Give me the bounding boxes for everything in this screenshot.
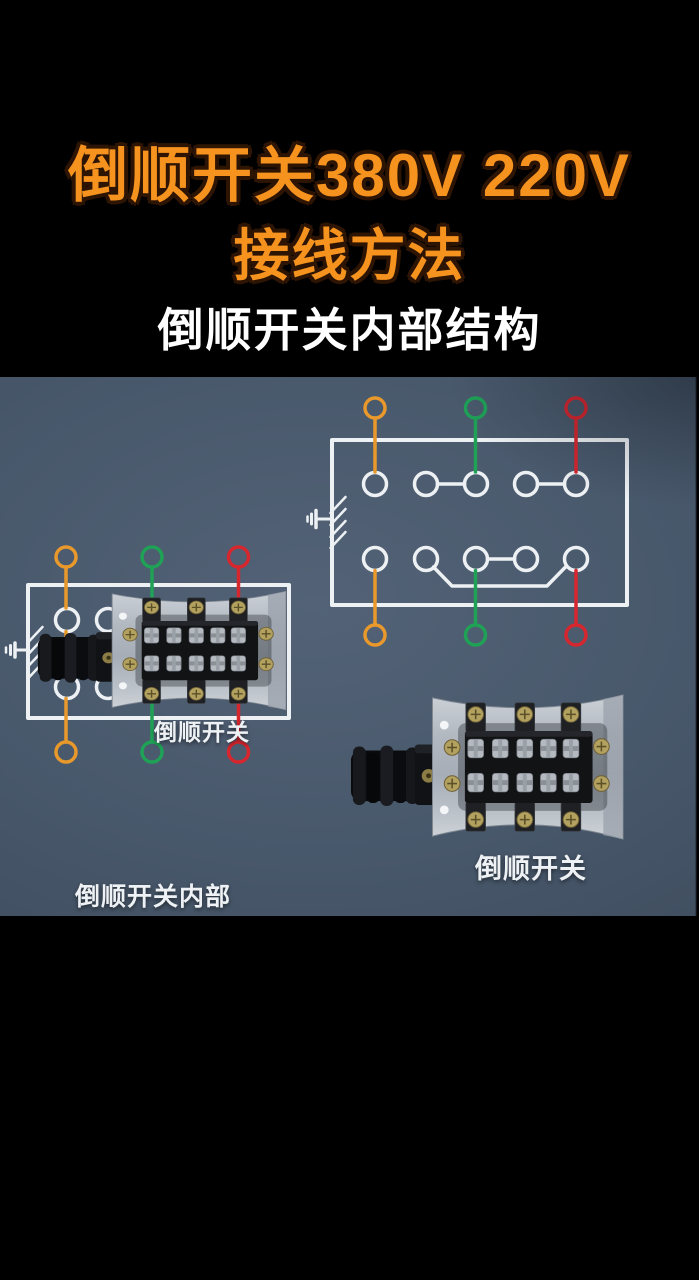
internal-structure-label: 倒顺开关内部 [74, 883, 231, 911]
reversing-switch-photo-right [351, 695, 623, 839]
right-switch-caption: 倒顺开关 [475, 854, 587, 884]
title-line-1: 倒顺开关380V 220V [68, 142, 631, 209]
bypass-link [431, 565, 568, 588]
title-line-2: 接线方法 [233, 224, 466, 287]
reversing-switch-photo-left [38, 591, 286, 709]
phase-wire-orange [54, 396, 387, 764]
wiring-diagram-svg [4, 396, 629, 916]
earth-ground-symbol-right [306, 495, 347, 550]
figure-panel: 倒顺开关内部 倒顺开关 倒顺开关 [0, 377, 699, 916]
subtitle: 倒顺开关内部结构 [157, 304, 542, 356]
left-switch-caption: 倒顺开关 [154, 719, 250, 745]
earth-ground-symbol-left [4, 625, 44, 681]
